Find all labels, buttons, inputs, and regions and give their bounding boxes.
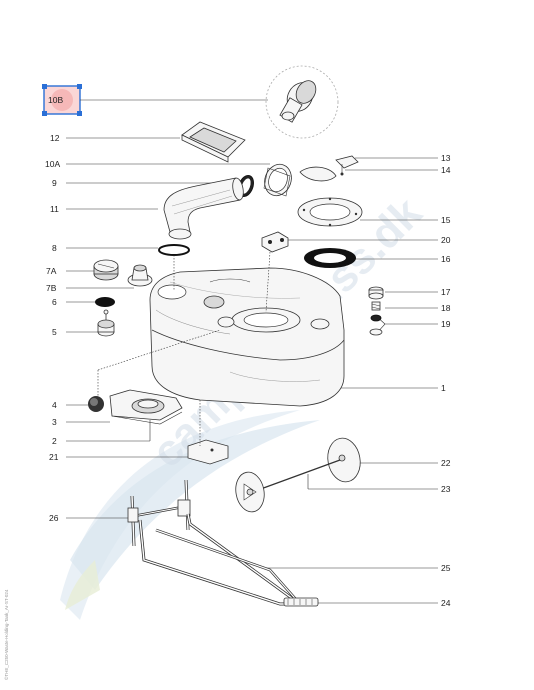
callout-label-18: 18 [441,303,451,313]
callout-7B[interactable]: 7B [46,283,57,293]
callout-16[interactable]: 16 [441,254,451,264]
callout-label-10B: 10B [48,95,63,105]
callout-label-7B: 7B [46,283,57,293]
callout-label-25: 25 [441,563,451,573]
callout-21[interactable]: 21 [49,452,59,462]
callout-label-21: 21 [49,452,59,462]
callout-10A[interactable]: 10A [45,159,60,169]
side-note: ©THE_C250-Waste-Holding-Tank_Ar-ST-024 [3,589,9,680]
callout-label-3: 3 [52,417,57,427]
callout-label-9: 9 [52,178,57,188]
callout-label-26: 26 [49,513,59,523]
callout-label-24: 24 [441,598,451,608]
callout-4[interactable]: 4 [52,400,57,410]
callout-label-8: 8 [52,243,57,253]
part-12-cover [181,121,246,163]
callout-label-16: 16 [441,254,451,264]
callout-20[interactable]: 20 [441,235,451,245]
callout-7A[interactable]: 7A [46,266,57,276]
part-16-gasket [304,248,356,268]
part-5-valve [97,309,115,337]
callout-17[interactable]: 17 [441,287,451,297]
callout-label-23: 23 [441,484,451,494]
callout-label-4: 4 [52,400,57,410]
callout-label-7A: 7A [46,266,57,276]
callout-6[interactable]: 6 [52,297,57,307]
callout-12[interactable]: 12 [50,133,60,143]
callout-label-10A: 10A [45,159,60,169]
callout-13[interactable]: 13 [441,153,451,163]
part-11-elbow-hose [163,177,244,240]
callout-26[interactable]: 26 [49,513,59,523]
part-10A-9-rings [238,163,292,198]
part-7B-plug [127,264,153,287]
callout-19[interactable]: 19 [441,319,451,329]
part-1-tank [149,267,345,407]
part-7A-cap [93,259,119,281]
callout-1[interactable]: 1 [441,383,446,393]
callout-22[interactable]: 22 [441,458,451,468]
callout-11[interactable]: 11 [50,204,59,214]
callout-18[interactable]: 18 [441,303,451,313]
callout-label-20: 20 [441,235,451,245]
callout-24[interactable]: 24 [441,598,451,608]
part-6-washer [95,297,115,307]
callout-label-5: 5 [52,327,57,337]
callout-label-2: 2 [52,436,57,446]
part-22-23-wheels [235,437,361,513]
callout-label-14: 14 [441,165,451,175]
part-21-bracket [187,439,229,465]
callout-label-12: 12 [50,133,60,143]
callout-8[interactable]: 8 [52,243,57,253]
part-13-14 [299,155,359,182]
part-8-oring [158,244,190,256]
part-20-clip [261,231,289,253]
callout-3[interactable]: 3 [52,417,57,427]
callout-25[interactable]: 25 [441,563,451,573]
detail-10B-outlet [265,65,339,139]
callout-5[interactable]: 5 [52,327,57,337]
callout-23[interactable]: 23 [441,484,451,494]
callout-14[interactable]: 14 [441,165,451,175]
callout-label-6: 6 [52,297,57,307]
callout-label-17: 17 [441,287,451,297]
part-24-25-26-handle [127,479,319,607]
assembly-lines [97,251,271,446]
callout-label-11: 11 [50,204,59,214]
part-2-3-4-valve [88,389,183,425]
callout-9[interactable]: 9 [52,178,57,188]
part-15-flange [297,197,363,227]
callout-label-1: 1 [441,383,446,393]
callout-label-15: 15 [441,215,451,225]
callout-label-19: 19 [441,319,451,329]
callout-label-13: 13 [441,153,451,163]
callout-label-22: 22 [441,458,451,468]
callout-2[interactable]: 2 [52,436,57,446]
callout-15[interactable]: 15 [441,215,451,225]
callout-10B[interactable]: 10B [42,84,82,116]
part-17-18-19 [368,286,384,336]
